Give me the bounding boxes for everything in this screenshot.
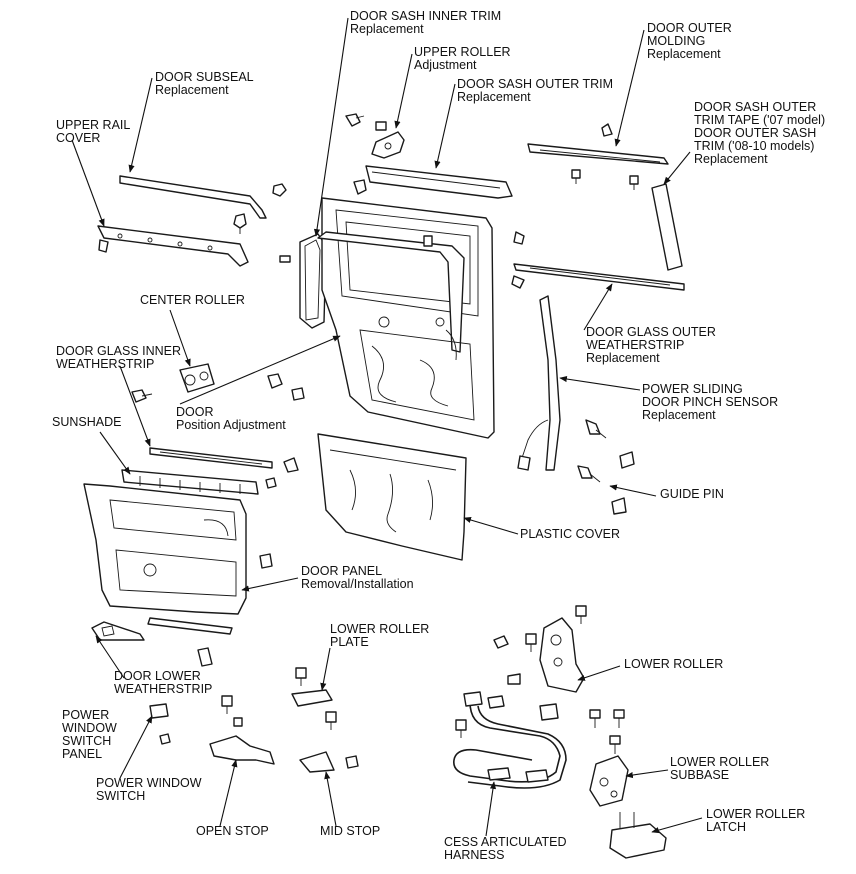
upper-rail-cover-part	[97, 225, 249, 267]
label-open-stop: OPEN STOP	[196, 824, 269, 838]
lower-roller-plate-part	[291, 667, 337, 730]
lower-roller-subbase-part	[589, 709, 629, 807]
door-shell-part	[317, 197, 495, 439]
door-glass-outer-weatherstrip-part	[511, 231, 685, 291]
sash-outer-trim-tape-part	[651, 183, 683, 271]
lower-roller-latch-part	[609, 812, 667, 859]
guide-pins-part	[577, 419, 635, 515]
label-guide-pin: GUIDE PIN	[660, 487, 724, 501]
label-power-window-switch: POWER WINDOW SWITCH	[96, 776, 202, 803]
door-sash-outer-trim-part	[353, 165, 513, 199]
center-roller-part	[131, 363, 215, 403]
mid-stop-part	[299, 751, 359, 773]
label-upper-roller: UPPER ROLLER Adjustment	[414, 45, 511, 72]
door-lower-weatherstrip-part	[147, 617, 233, 667]
label-plastic-cover: PLASTIC COVER	[520, 527, 621, 541]
label-mid-stop: MID STOP	[320, 824, 381, 838]
label-lower-roller-subbase: LOWER ROLLER SUBBASE	[670, 755, 770, 782]
door-glass-inner-weatherstrip-part	[149, 447, 273, 469]
label-pinch-sensor: POWER SLIDING DOOR PINCH SENSOR Replacem…	[642, 382, 779, 422]
label-door-position: DOOR Position Adjustment	[176, 405, 286, 432]
label-lower-roller-plate: LOWER ROLLER PLATE	[330, 622, 430, 649]
lower-roller-part	[493, 605, 587, 693]
label-sash-outer-trim-tape: DOOR SASH OUTER TRIM TAPE ('07 model) DO…	[694, 100, 826, 166]
label-power-window-switch-panel: POWER WINDOW SWITCH PANEL	[62, 708, 117, 761]
door-outer-molding-part	[527, 123, 669, 190]
upper-roller-part	[345, 113, 405, 159]
label-center-roller: CENTER ROLLER	[140, 293, 245, 307]
sunshade-part	[121, 469, 259, 495]
door-panel-part	[83, 483, 273, 615]
door-subseal-part	[119, 175, 267, 219]
label-upper-rail-cover: UPPER RAIL COVER	[56, 118, 131, 145]
clips-left-upper	[233, 183, 291, 263]
label-door-panel: DOOR PANEL Removal/Installation	[301, 564, 414, 591]
power-window-switch-part	[149, 703, 171, 745]
label-door-outer-molding: DOOR OUTER MOLDING Replacement	[647, 21, 732, 61]
label-cess-harness: CESS ARTICULATED HARNESS	[444, 835, 567, 862]
pinch-sensor-part	[517, 295, 561, 471]
open-stop-part	[209, 695, 275, 765]
power-window-switch-panel-part	[91, 621, 145, 641]
clips-mid	[265, 373, 305, 489]
label-door-sash-outer-trim: DOOR SASH OUTER TRIM Replacement	[457, 77, 614, 104]
label-door-glass-inner-weatherstrip: DOOR GLASS INNER WEATHERSTRIP	[56, 344, 182, 371]
leader-lines	[71, 17, 703, 837]
label-door-sash-inner-trim: DOOR SASH INNER TRIM Replacement	[350, 9, 502, 36]
label-door-subseal: DOOR SUBSEAL Replacement	[155, 70, 254, 97]
label-door-glass-outer-weatherstrip: DOOR GLASS OUTER WEATHERSTRIP Replacemen…	[586, 325, 716, 365]
plastic-cover-part	[317, 433, 467, 561]
label-door-lower-weatherstrip: DOOR LOWER WEATHERSTRIP	[114, 669, 213, 696]
label-sunshade: SUNSHADE	[52, 415, 122, 429]
label-lower-roller-latch: LOWER ROLLER LATCH	[706, 807, 806, 834]
label-lower-roller: LOWER ROLLER	[624, 657, 724, 671]
cess-harness-part	[453, 691, 567, 789]
